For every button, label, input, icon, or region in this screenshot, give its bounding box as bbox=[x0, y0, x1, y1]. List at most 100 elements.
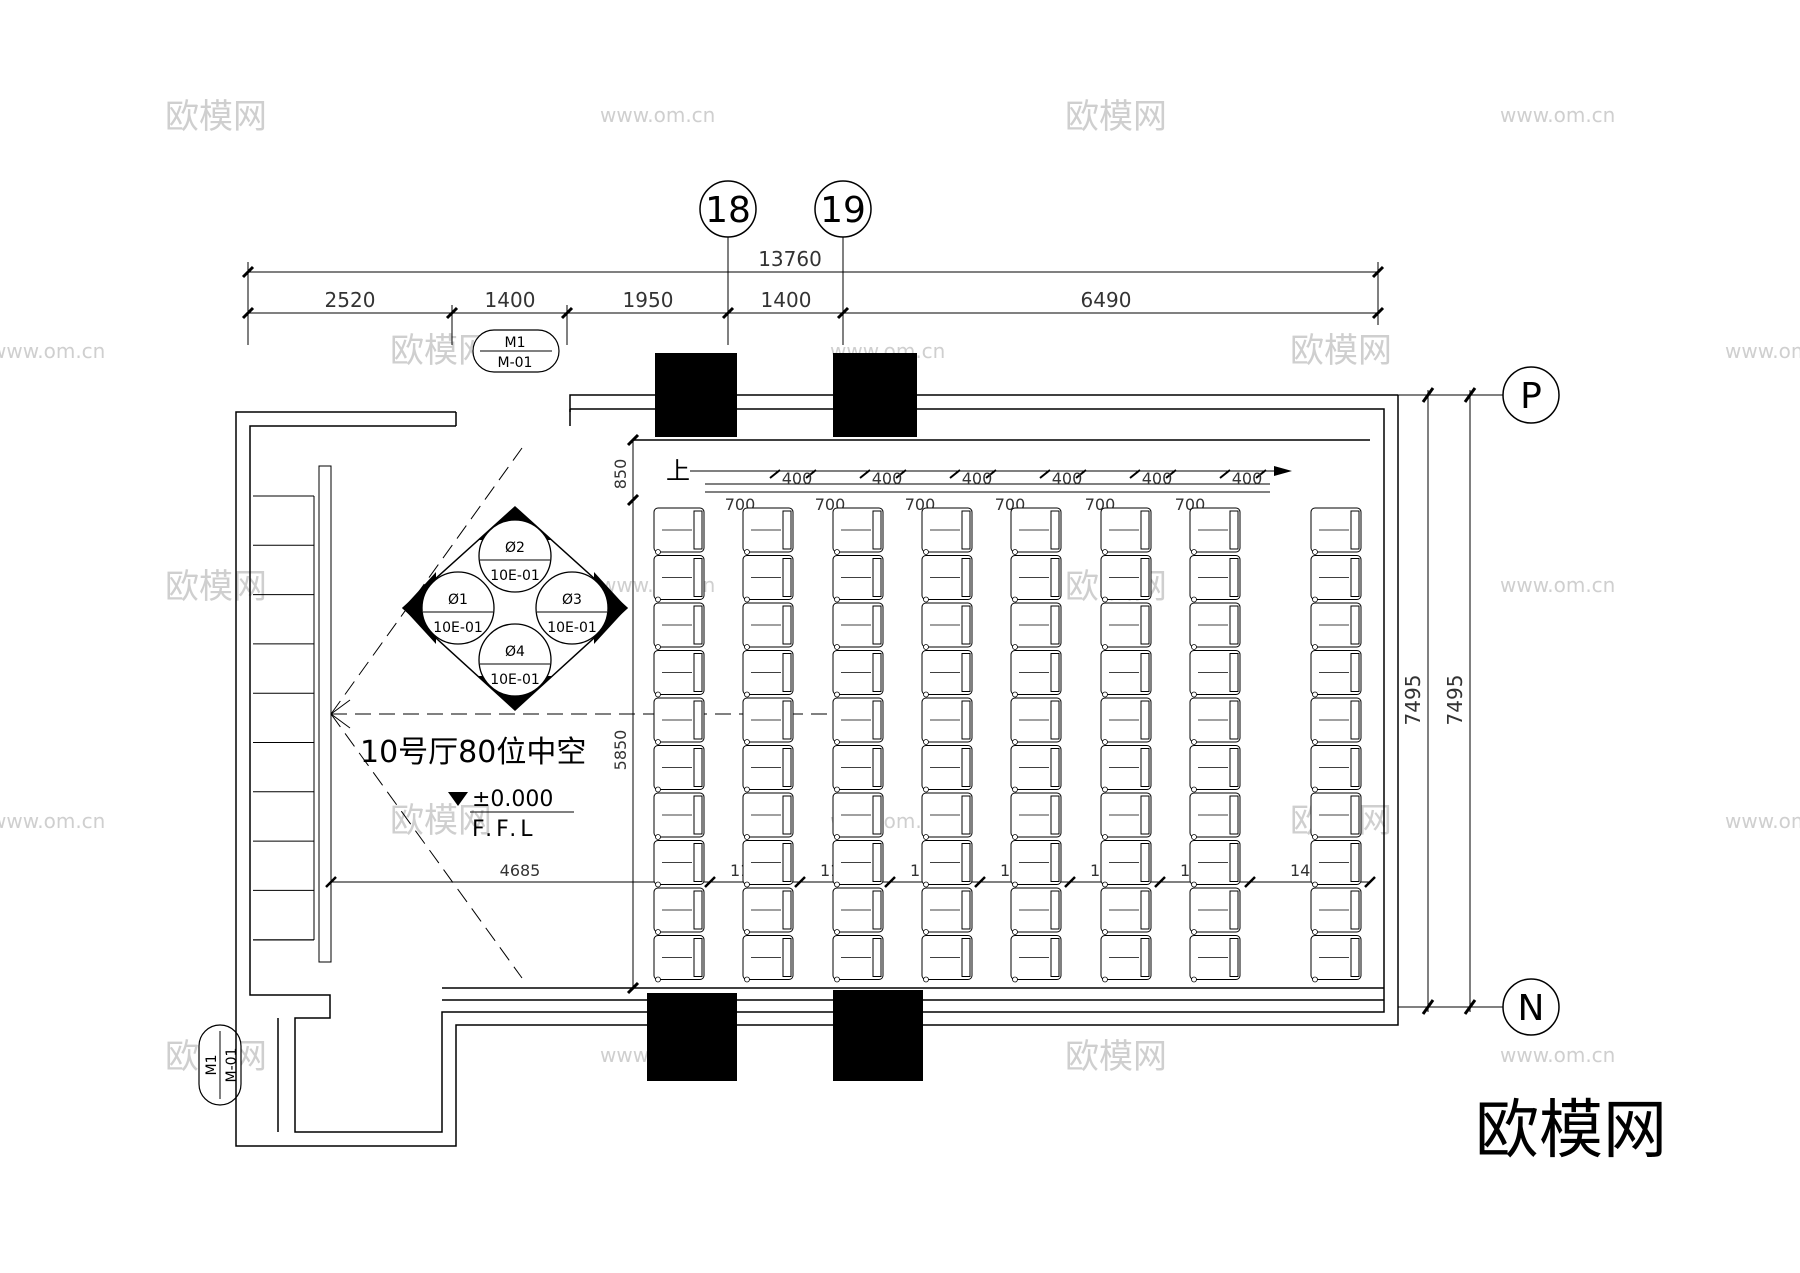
watermark-url: www.om.cn bbox=[600, 103, 715, 127]
seat bbox=[742, 887, 794, 935]
seat-column bbox=[1189, 507, 1241, 983]
seat bbox=[832, 935, 884, 983]
watermark-layer: 欧模网 www.om.cn 欧模网 www.om.cn www.om.cn 欧模… bbox=[0, 97, 1800, 1077]
seat-column bbox=[1100, 507, 1152, 983]
seat bbox=[1310, 555, 1362, 603]
dim-segment: 1400 bbox=[485, 288, 536, 312]
up-arrow-icon bbox=[690, 466, 1292, 476]
watermark-brand: 欧模网 bbox=[165, 567, 267, 607]
dimension-top bbox=[241, 262, 1385, 345]
door-tag-top-code: M1 bbox=[505, 335, 526, 351]
dim-segment: 2520 bbox=[325, 288, 376, 312]
watermark-url: www.om.cn bbox=[1725, 809, 1800, 833]
watermark-url: www.om.cn bbox=[1500, 103, 1615, 127]
seat bbox=[653, 697, 705, 745]
axis-18: 18 bbox=[699, 180, 757, 345]
seat bbox=[1100, 697, 1152, 745]
seat bbox=[742, 840, 794, 888]
seat bbox=[742, 507, 794, 555]
door-tag-left: M1 M-01 bbox=[198, 1024, 242, 1106]
seat bbox=[921, 887, 973, 935]
view-tag-ref: 10E-01 bbox=[547, 620, 597, 636]
dim-front: 850 bbox=[611, 459, 630, 490]
seat bbox=[1100, 935, 1152, 983]
column bbox=[647, 993, 737, 1081]
view-tag-ref: 10E-01 bbox=[490, 568, 540, 584]
watermark-brand: 欧模网 bbox=[1065, 1037, 1167, 1077]
seat bbox=[1310, 887, 1362, 935]
seat bbox=[1010, 555, 1062, 603]
seat bbox=[921, 650, 973, 698]
seat bbox=[1310, 507, 1362, 555]
seat bbox=[1310, 602, 1362, 650]
dim-screen-to-seats: 4685 bbox=[500, 861, 541, 880]
seat-column bbox=[653, 507, 705, 983]
seat bbox=[1189, 697, 1241, 745]
seat bbox=[832, 650, 884, 698]
axis-n-label: N bbox=[1518, 988, 1545, 1029]
view-tag-number: Ø1 bbox=[448, 592, 468, 608]
seat bbox=[1010, 887, 1062, 935]
seat bbox=[653, 602, 705, 650]
dim-segment: 1950 bbox=[623, 288, 674, 312]
axis-19: 19 bbox=[814, 180, 872, 345]
seat bbox=[1189, 792, 1241, 840]
seat bbox=[921, 745, 973, 793]
axis-n: N bbox=[1398, 978, 1560, 1036]
seat bbox=[1189, 935, 1241, 983]
column bbox=[655, 353, 737, 437]
seat bbox=[742, 745, 794, 793]
dim-aisle-400: 400 bbox=[872, 469, 903, 488]
seat bbox=[1310, 697, 1362, 745]
dim-height-a: 7495 bbox=[1401, 675, 1425, 726]
seat bbox=[1310, 840, 1362, 888]
dim-aisle-400: 400 bbox=[782, 469, 813, 488]
watermark-brand: 欧模网 bbox=[390, 801, 492, 841]
seat bbox=[921, 555, 973, 603]
seat bbox=[742, 650, 794, 698]
hall-title: 10号厅80位中空 bbox=[360, 735, 586, 770]
axis-p: P bbox=[1398, 366, 1560, 424]
level-value: ±0.000 bbox=[472, 787, 553, 812]
seat bbox=[1010, 697, 1062, 745]
seat bbox=[1010, 935, 1062, 983]
view-tag-number: Ø3 bbox=[562, 592, 582, 608]
seat bbox=[1100, 745, 1152, 793]
view-tag-number: Ø2 bbox=[505, 540, 525, 556]
seat bbox=[1010, 792, 1062, 840]
seat bbox=[653, 650, 705, 698]
walls bbox=[235, 394, 1399, 1147]
seat bbox=[832, 555, 884, 603]
view-index-diamond: Ø2 10E-01 Ø1 10E-01 Ø3 10E-01 Ø4 10E-01 bbox=[401, 505, 629, 712]
seat bbox=[1189, 650, 1241, 698]
door-tag-left-ref: M-01 bbox=[224, 1048, 240, 1083]
dimension-left bbox=[626, 433, 640, 995]
watermark-url: www.om.cn bbox=[1500, 1043, 1615, 1067]
door-tag-left-code: M1 bbox=[204, 1055, 220, 1076]
seat bbox=[1189, 555, 1241, 603]
seat bbox=[1010, 602, 1062, 650]
seat bbox=[832, 697, 884, 745]
seat bbox=[1189, 887, 1241, 935]
seat bbox=[1100, 602, 1152, 650]
seat-column bbox=[921, 507, 973, 983]
seat bbox=[1310, 650, 1362, 698]
seat bbox=[653, 507, 705, 555]
view-tag-number: Ø4 bbox=[505, 644, 525, 660]
seat bbox=[921, 507, 973, 555]
seat bbox=[1010, 650, 1062, 698]
seat bbox=[1310, 745, 1362, 793]
seat bbox=[1100, 840, 1152, 888]
watermark-brand: 欧模网 bbox=[1290, 331, 1392, 371]
seat bbox=[653, 792, 705, 840]
seat bbox=[1189, 602, 1241, 650]
seat bbox=[742, 935, 794, 983]
watermark-brand: 欧模网 bbox=[1065, 97, 1167, 137]
seat bbox=[653, 745, 705, 793]
seat bbox=[832, 887, 884, 935]
seat bbox=[921, 935, 973, 983]
brand-logo: 欧模网 bbox=[1475, 1094, 1667, 1168]
level-mark: ±0.000 F.F.L bbox=[448, 787, 574, 842]
